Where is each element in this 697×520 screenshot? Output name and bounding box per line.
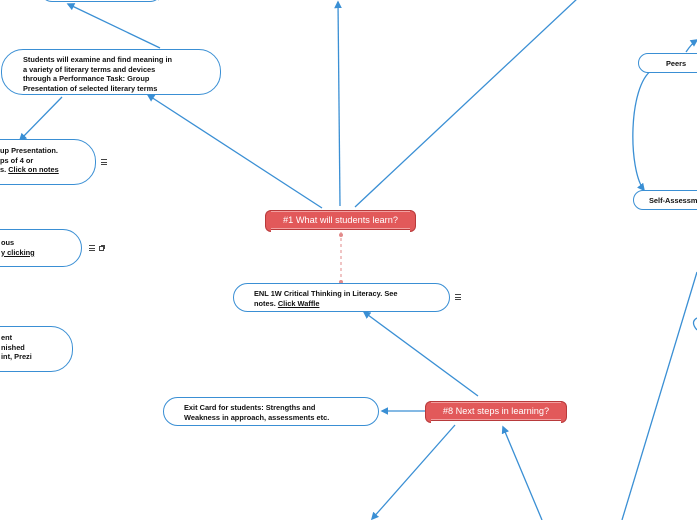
node-exit-card[interactable]: Exit Card for students: Strengths and We… xyxy=(163,397,379,426)
hub-next-steps-in-learning[interactable]: #8 Next steps in learning? xyxy=(425,401,567,423)
examine-line-1: Students will examine and find meaning i… xyxy=(23,55,173,64)
node-various[interactable]: ous y clicking xyxy=(0,229,82,267)
hub-main-label: #1 What will students learn? xyxy=(283,215,398,225)
exit-line-2: Weakness in approach, assessments etc. xyxy=(184,412,330,422)
node-self-assessment[interactable]: Self-Assessm xyxy=(633,190,697,210)
notes-icon[interactable] xyxy=(89,245,95,251)
node-finished-prezi[interactable]: ent nished int, Prezi xyxy=(0,326,73,372)
link-next-to-enl xyxy=(362,311,479,397)
hub-next-label: #8 Next steps in learning? xyxy=(442,406,550,416)
finished-line-2: nished xyxy=(1,342,25,352)
examine-line-2: a variety of literary terms and devices xyxy=(23,64,156,74)
notes-icon[interactable] xyxy=(101,159,107,165)
enl-line-1: ENL 1W Critical Thinking in Literacy. Se… xyxy=(254,289,398,298)
various-line-1: ous xyxy=(1,238,15,247)
link-main-to-top-left xyxy=(66,3,161,49)
exit-line-1: Exit Card for students: Strengths and xyxy=(184,403,316,412)
enl-line-2: notes. xyxy=(254,298,278,308)
link-bottom-right-long xyxy=(621,271,697,520)
link-main-to-top-right xyxy=(354,0,577,208)
examine-line-3: through a Performance Task: Group xyxy=(23,74,150,84)
link-main-to-top xyxy=(334,0,342,207)
group-line-1: up Presentation. xyxy=(0,146,58,155)
link-peers-top xyxy=(685,39,697,53)
link-peers-curve xyxy=(632,69,653,192)
node-group-presentation[interactable]: up Presentation. ps of 4 or s. Click on … xyxy=(0,139,96,185)
finished-line-1: ent xyxy=(1,333,13,342)
self-assessment-label: Self-Assessm xyxy=(649,196,697,205)
external-link-icon[interactable] xyxy=(99,245,105,251)
node-peers[interactable]: Peers xyxy=(638,53,697,73)
notes-icon[interactable] xyxy=(455,294,461,300)
finished-line-3: int, Prezi xyxy=(1,352,32,362)
link-next-to-bottom-left xyxy=(370,424,456,520)
link-examine-to-group xyxy=(18,96,63,142)
node-top-left-partial[interactable] xyxy=(40,0,162,2)
group-line-2: ps of 4 or xyxy=(0,155,34,165)
examine-line-4: Presentation of selected literary terms xyxy=(23,83,158,93)
various-clicking-link[interactable]: y clicking xyxy=(1,247,35,257)
hub-what-will-students-learn[interactable]: #1 What will students learn? xyxy=(265,210,416,232)
click-waffle-link[interactable]: Click Waffle xyxy=(277,298,320,308)
node-examine-literary-terms[interactable]: Students will examine and find meaning i… xyxy=(1,49,221,95)
node-enl-critical-thinking[interactable]: ENL 1W Critical Thinking in Literacy. Se… xyxy=(233,283,450,312)
peers-label: Peers xyxy=(666,59,687,68)
group-line-3: s. xyxy=(0,165,9,175)
click-on-notes-link[interactable]: Click on notes xyxy=(8,165,59,175)
link-next-bottom-arrow xyxy=(501,425,543,520)
link-main-to-examine xyxy=(146,94,323,209)
